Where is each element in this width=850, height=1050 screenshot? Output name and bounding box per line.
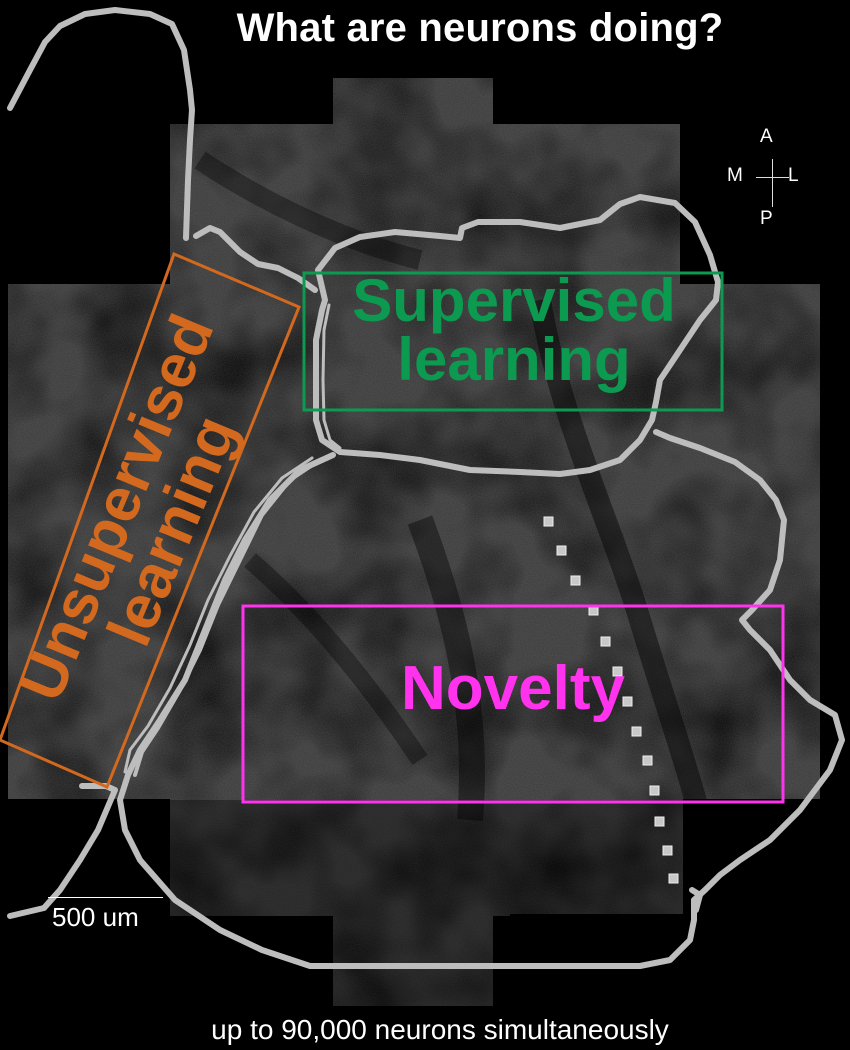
figure-title: What are neurons doing? bbox=[236, 6, 724, 50]
supervised-region-box bbox=[302, 271, 724, 412]
scale-bar-line bbox=[48, 897, 163, 898]
compass-vertical-axis bbox=[772, 159, 773, 207]
orientation-compass: A M L P bbox=[727, 126, 807, 236]
electrode-markers bbox=[543, 516, 679, 884]
scale-bar-label: 500 um bbox=[52, 902, 139, 932]
compass-posterior-label: P bbox=[760, 208, 773, 229]
outline-supervised-area bbox=[313, 194, 721, 477]
outline-upper-branch bbox=[193, 225, 318, 293]
novelty-region-box bbox=[241, 604, 785, 804]
compass-anterior-label: A bbox=[760, 126, 773, 147]
unsupervised-region-box bbox=[0, 251, 301, 789]
outline-main-area bbox=[117, 429, 845, 969]
supervised-learning-label: Supervised learning bbox=[352, 267, 676, 393]
compass-lateral-label: L bbox=[788, 165, 799, 186]
outline-top-left-arc bbox=[7, 7, 195, 241]
compass-medial-label: M bbox=[727, 165, 743, 186]
figure-caption: up to 90,000 neurons simultaneously bbox=[211, 1014, 669, 1045]
novelty-label: Novelty bbox=[401, 654, 625, 723]
